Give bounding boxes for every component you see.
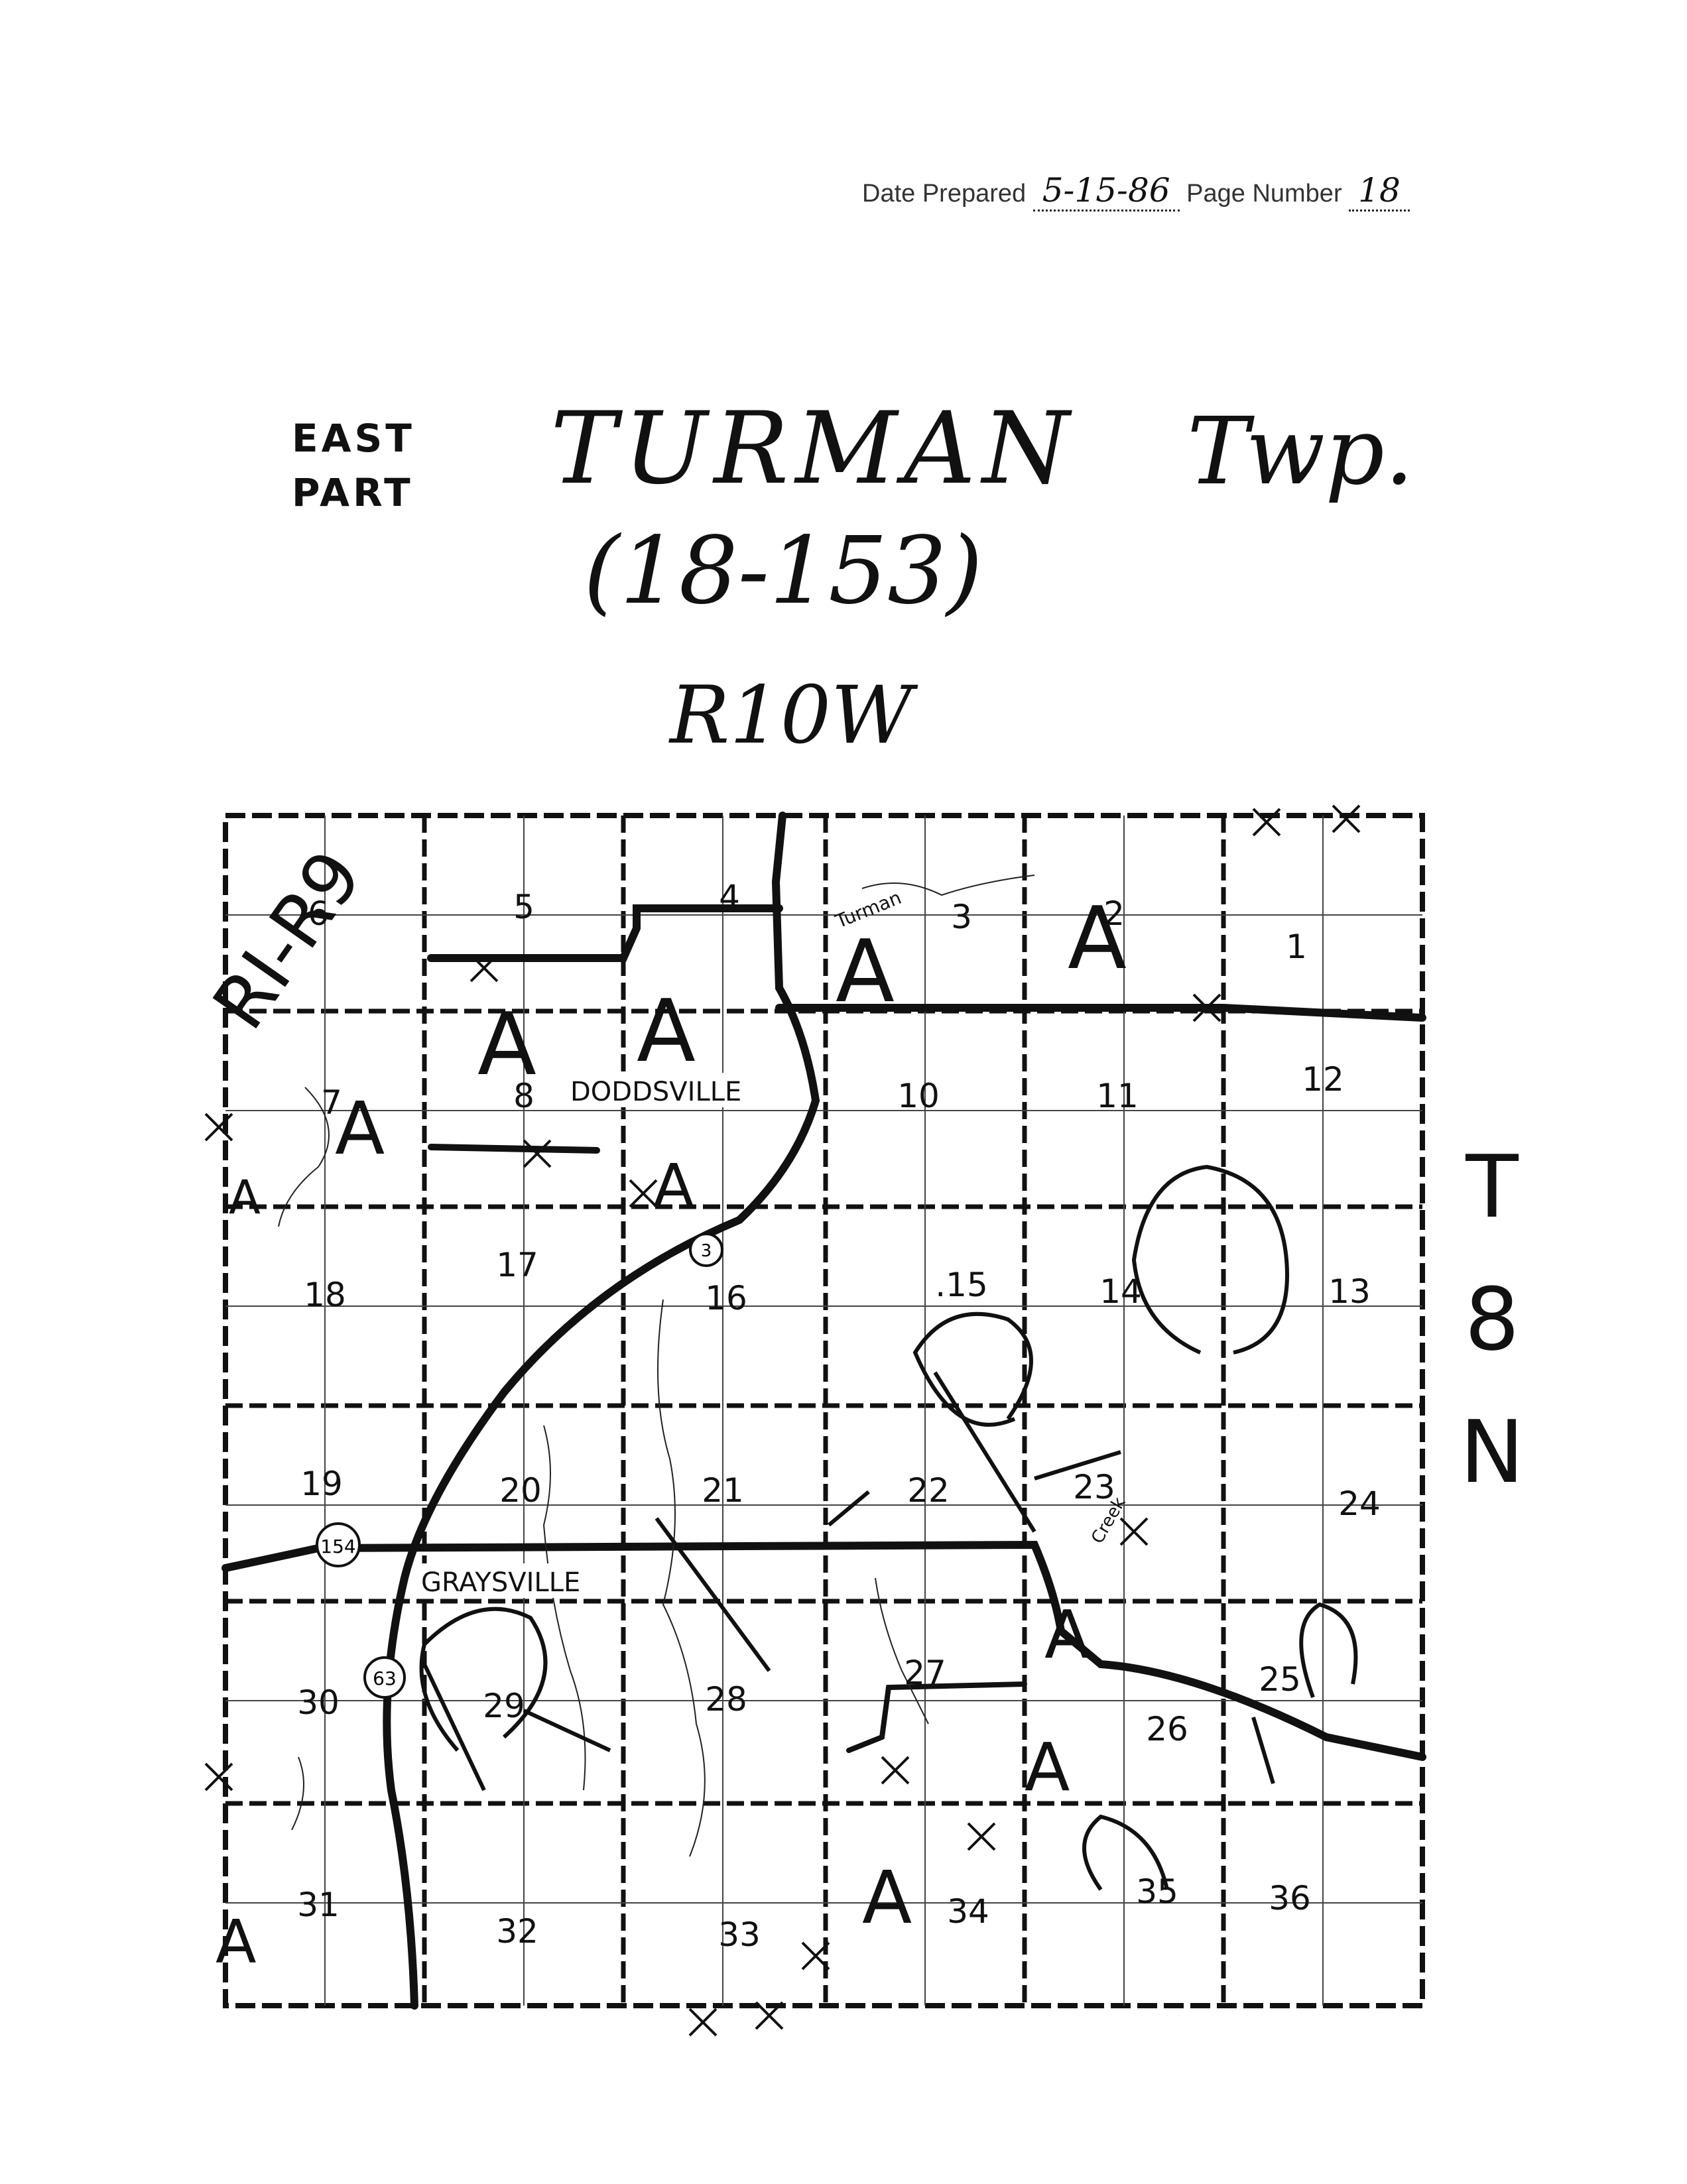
annotation-a-sec7: A <box>335 1086 385 1171</box>
route-shields: 154 63 3 <box>316 1233 723 1699</box>
hand-annotations <box>419 1164 1358 1891</box>
section-27: 27 <box>904 1654 946 1692</box>
section-32: 32 <box>496 1912 538 1951</box>
section-24: 24 <box>1338 1485 1381 1523</box>
annotation-loop-25 <box>1299 1602 1358 1699</box>
section-grid <box>225 816 1422 2006</box>
graysville-label-bg <box>418 1563 617 1598</box>
place-doddsville: DODDSVILLE <box>570 1077 741 1107</box>
annotation-a-sec18: A <box>229 1170 261 1225</box>
section-11: 11 <box>1096 1077 1139 1115</box>
section-8: 8 <box>513 1077 534 1115</box>
annotation-a-sec3: A <box>836 921 895 1022</box>
annotation-a-sec16: A <box>653 1152 694 1221</box>
annotation-loop-35 <box>1082 1814 1169 1891</box>
annotation-a-sec9: A <box>637 981 696 1081</box>
section-19: 19 <box>300 1465 343 1503</box>
shield-154 <box>316 1522 361 1567</box>
section-10: 10 <box>897 1077 940 1115</box>
annotation-a-sec2: A <box>1068 888 1127 989</box>
shield-63 <box>363 1656 406 1699</box>
section-12: 12 <box>1302 1060 1344 1099</box>
x-marks <box>204 804 1361 2037</box>
tier-letter-t: T <box>1466 1136 1519 1237</box>
annotation-loop-14 <box>1131 1164 1289 1355</box>
part-label: EAST PART <box>292 411 415 520</box>
range-label: R10W <box>670 670 913 762</box>
shield-63-label: 63 <box>373 1668 397 1689</box>
header-line: Date Prepared 5-15-86 Page Number 18 <box>862 171 1410 212</box>
township-name: TURMAN <box>550 391 1076 507</box>
annotation-loop-29 <box>419 1607 548 1752</box>
section-35: 35 <box>1136 1872 1178 1911</box>
part-line2: PART <box>292 470 414 515</box>
creeks <box>278 875 1035 1857</box>
annotation-loop-15 <box>912 1311 1033 1427</box>
section-4: 4 <box>719 878 740 916</box>
section-3: 3 <box>951 898 972 936</box>
annotation-a-sec31: A <box>216 1908 257 1977</box>
section-21: 21 <box>702 1471 744 1510</box>
section-17: 17 <box>496 1246 538 1284</box>
page-label: Page Number <box>1186 180 1342 208</box>
section-34: 34 <box>947 1892 989 1931</box>
page-value: 18 <box>1349 171 1410 212</box>
section-14: 14 <box>1099 1272 1142 1311</box>
section-16: 16 <box>705 1279 747 1317</box>
date-label: Date Prepared <box>862 180 1027 208</box>
road-sec27 <box>846 1681 1027 1753</box>
section-13: 13 <box>1328 1272 1371 1311</box>
section-5: 5 <box>513 888 534 926</box>
section-22: 22 <box>907 1471 950 1510</box>
section-7: 7 <box>321 1083 342 1122</box>
township-code: (18-153) <box>584 517 983 625</box>
shield-154-label: 154 <box>320 1536 355 1557</box>
highway-63 <box>383 812 820 2010</box>
section-6: 6 <box>308 894 329 933</box>
annotation-a-sec8: A <box>477 994 536 1095</box>
annotation-a-sec26: A <box>1044 1596 1090 1673</box>
annotation-a-sec34: A <box>862 1855 912 1940</box>
section-18: 18 <box>304 1276 346 1314</box>
shield-3-label: 3 <box>701 1241 712 1261</box>
section-15: .15 <box>935 1266 988 1304</box>
tier-label: T 8 N <box>1459 1121 1525 1518</box>
twp-label: Twp. <box>1187 398 1414 506</box>
quarter-lines <box>225 816 1422 2006</box>
section-33: 33 <box>718 1915 761 1954</box>
section-20: 20 <box>499 1471 542 1510</box>
section-2: 2 <box>1103 894 1125 933</box>
annotation-a-sec27: A <box>1025 1729 1070 1806</box>
highways <box>221 812 1426 2010</box>
tier-letter-8: 8 <box>1464 1269 1520 1370</box>
section-29: 29 <box>483 1687 525 1725</box>
section-26: 26 <box>1146 1710 1188 1748</box>
place-graysville: GRAYSVILLE <box>421 1567 580 1598</box>
section-25: 25 <box>1259 1660 1301 1699</box>
road-sec8 <box>428 1144 600 1154</box>
shield-3 <box>689 1233 723 1267</box>
section-31: 31 <box>297 1886 340 1924</box>
part-line1: EAST <box>292 416 415 461</box>
section-numbers: 1 2 3 4 5 6 7 8 10 11 12 13 14 .15 16 17… <box>297 878 1381 1954</box>
section-30: 30 <box>297 1683 340 1722</box>
section-23: 23 <box>1073 1468 1115 1506</box>
date-value: 5-15-86 <box>1032 171 1180 212</box>
section-36: 36 <box>1269 1879 1311 1917</box>
county-road-north <box>427 904 1426 1022</box>
doddsville-label-bg <box>567 1073 773 1107</box>
section-28: 28 <box>705 1680 747 1719</box>
section-1: 1 <box>1286 928 1307 966</box>
highway-154 <box>221 1540 1426 1761</box>
tier-letter-n: N <box>1460 1402 1525 1502</box>
